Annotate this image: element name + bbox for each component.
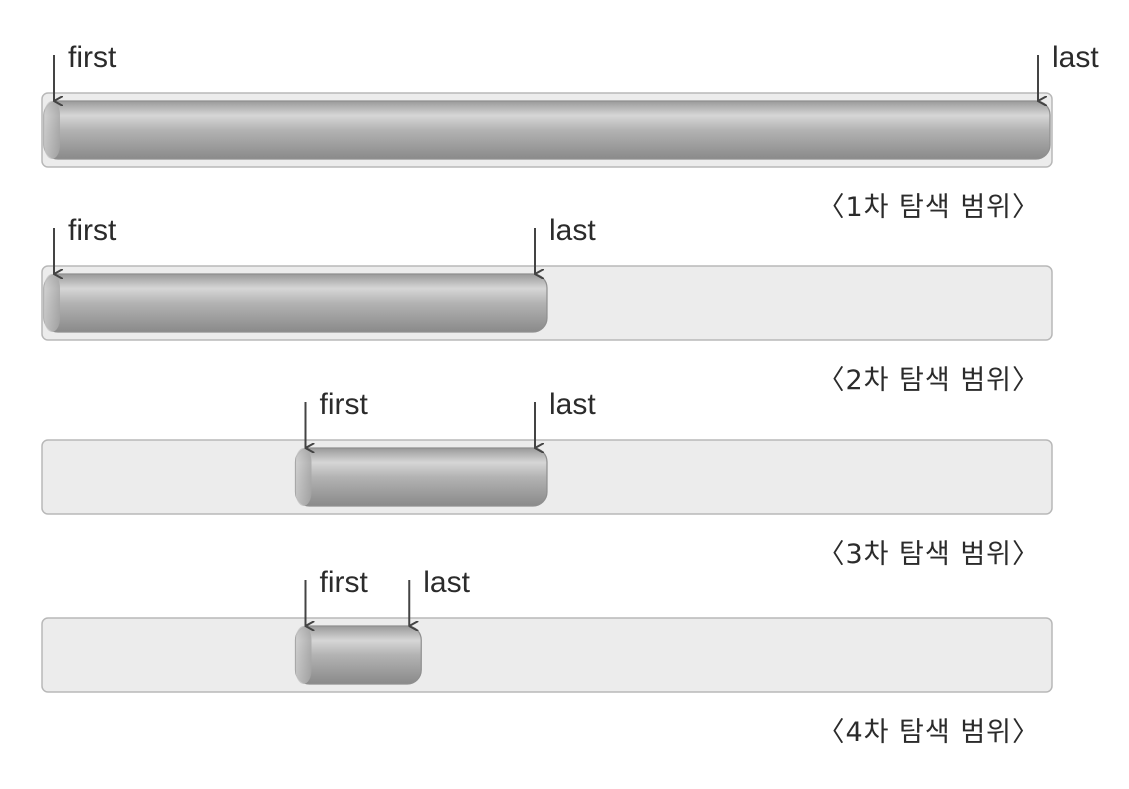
range-end-cap: [44, 101, 60, 159]
range-caption: 〈2차 탐색 범위〉: [817, 365, 1040, 396]
search-row-1: first last 〈1차 탐색 범위〉: [41, 41, 1099, 223]
first-label: first: [68, 214, 117, 247]
search-row-4: first last 〈4차 탐색 범위〉: [41, 566, 1053, 748]
range-end-cap: [295, 626, 312, 684]
first-label: first: [320, 388, 369, 421]
last-label: last: [423, 566, 470, 599]
search-range-bar: [43, 100, 1051, 160]
last-label: last: [1052, 41, 1099, 74]
last-label: last: [549, 388, 596, 421]
search-row-2: first last 〈2차 탐색 범위〉: [41, 214, 1053, 396]
range-caption: 〈1차 탐색 범위〉: [817, 192, 1040, 223]
range-caption: 〈3차 탐색 범위〉: [817, 539, 1040, 570]
search-range-bar: [294, 625, 422, 685]
search-row-3: first last 〈3차 탐색 범위〉: [41, 388, 1053, 570]
search-range-bar: [294, 447, 548, 507]
search-range-bar: [43, 273, 548, 333]
track-bar: [41, 617, 1053, 693]
range-end-cap: [44, 274, 60, 332]
last-label: last: [549, 214, 596, 247]
range-end-cap: [295, 448, 312, 506]
first-label: first: [68, 41, 117, 74]
range-caption: 〈4차 탐색 범위〉: [817, 717, 1040, 748]
first-label: first: [320, 566, 369, 599]
